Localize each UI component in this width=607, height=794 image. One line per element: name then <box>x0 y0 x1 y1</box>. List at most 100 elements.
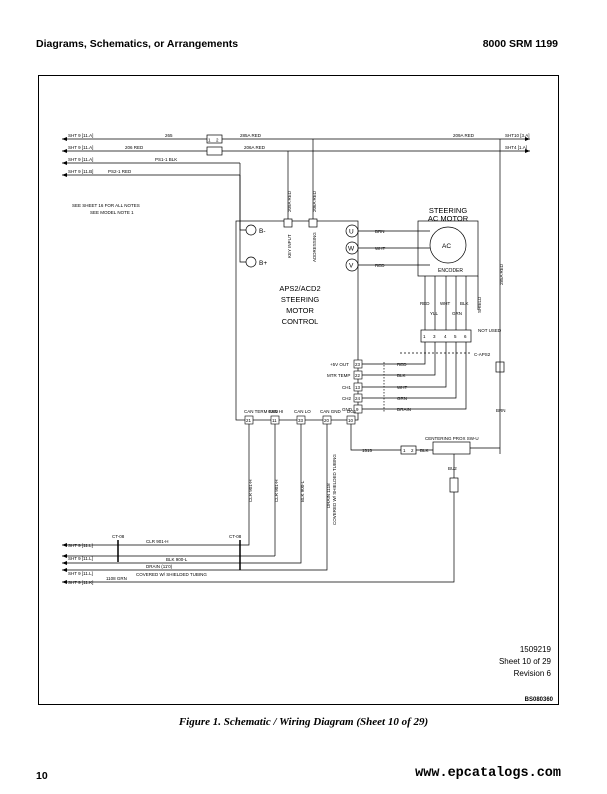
encoder-wire-wht: WHT <box>440 301 450 306</box>
bottom-pin-can-term: CAN TERM RED <box>244 409 279 414</box>
controller-title-3: MOTOR <box>286 306 314 315</box>
wire-label-ps1: PS1-1 BLK <box>155 157 177 162</box>
controller-title-2: STEERING <box>281 295 320 304</box>
bottom-wire-grn: 1108 GRN <box>106 576 127 581</box>
pin-gnd: GND <box>342 407 353 412</box>
terminal-b-plus: B+ <box>259 260 267 267</box>
prox-pin-2: 2 <box>411 448 414 453</box>
encoder-pin-4: 4 <box>444 334 447 339</box>
diagram-code: BS080360 <box>525 697 554 703</box>
encoder-pin-6: 6 <box>464 334 467 339</box>
vertical-wire-can-hi: CLR 901-H <box>274 479 279 502</box>
bottom-wire-drain: DRAIN (11'0) <box>146 564 173 569</box>
sheet-ref-bottom-3: SHT 9 [11.L] <box>68 571 93 576</box>
bottom-pin-num-33: 33 <box>298 418 304 423</box>
motor-title-1: STEERING <box>429 206 468 215</box>
note-model: SEE MODEL NOTE 1 <box>90 210 134 215</box>
sheet-ref-bottom-2: SHT 9 [11.L] <box>68 556 93 561</box>
sheet-ref-left-2: SHT 9 [11.A] <box>68 145 93 150</box>
vertical-label-209a: 209A RED <box>287 190 292 212</box>
ref-drawing-number: 1509219 <box>520 645 552 654</box>
encoder-pin-5: 5 <box>454 334 457 339</box>
pin-mtr-temp: MTR TEMP <box>327 373 350 378</box>
out-wire-blk: BLK <box>397 373 406 378</box>
pin-ch1: CH1 <box>342 385 351 390</box>
out-wire-grn: GRN <box>397 396 407 401</box>
sheet-ref-right-2: SHT4 [1.A] <box>505 145 527 150</box>
encoder-wire-shield: SHIELD <box>477 296 482 313</box>
wire-label-206: 206 RED <box>125 145 144 150</box>
phase-wire-red: RED <box>375 263 385 268</box>
bottom-pin-can-gnd: CAN GND <box>320 409 342 414</box>
vertical-wire-can-term: CLR 901-H <box>248 479 253 502</box>
note-sheet-16: SEE SHEET 16 FOR ALL NOTES <box>72 203 140 208</box>
out-wire-wht: WHT <box>397 385 407 390</box>
addressing-label: ADDRESSING <box>312 232 317 262</box>
diagram-frame <box>38 75 559 705</box>
bottom-pin-can-hi: CAN HI <box>268 409 283 414</box>
sheet-ref-left-3: SHT 9 [11.A] <box>68 157 93 162</box>
page-header-right: 8000 SRM 1199 <box>482 38 558 50</box>
not-used-label: NOT USED <box>478 328 502 333</box>
motor-title-2: AC MOTOR <box>428 214 469 223</box>
page-header-left: Diagrams, Schematics, or Arrangements <box>36 38 239 50</box>
watermark[interactable]: www.epcatalogs.com <box>415 766 561 781</box>
ref-revision: Revision 6 <box>514 669 552 678</box>
bottom-wire-clr: CLR 901-H <box>146 539 169 544</box>
pin-num-9: 9 <box>356 407 359 412</box>
pin-num-23: 23 <box>355 362 361 367</box>
bottom-pin-num-11: 11 <box>272 418 277 423</box>
bottom-pin-num-20: 20 <box>324 418 330 423</box>
sheet-ref-left-1: SHT 9 [11.A] <box>68 133 93 138</box>
connector-pin-2: 2 <box>216 138 219 143</box>
bottom-pin-num-10: 10 <box>348 418 354 423</box>
encoder-connector-label: C-APS2 <box>474 352 491 357</box>
figure-caption: Figure 1. Schematic / Wiring Diagram (Sh… <box>178 716 429 728</box>
prox-wire-label: 1515 <box>362 448 373 453</box>
sheet-ref-bottom-1: SHT 9 [11.L] <box>68 543 93 548</box>
phase-u: U <box>349 229 354 236</box>
ct-label-1: CT-08 <box>112 534 125 539</box>
wire-label-ps2: PS2-1 RED <box>108 169 132 174</box>
phase-wire-brn: BRN <box>375 229 385 234</box>
bottom-wire-blk: BLK 900-L <box>166 557 188 562</box>
bottom-pin-dg1: DG1 <box>347 409 357 414</box>
motor-center-label: AC <box>442 243 451 250</box>
wire-label-206a: 206A RED <box>244 145 266 150</box>
prox-pin-1: 1 <box>403 448 406 453</box>
encoder-wire-grn: GRN <box>452 311 462 316</box>
out-wire-drain: DRAIN <box>397 407 411 412</box>
controller-title-1: APS2/ACD2 <box>279 284 320 293</box>
controller-title-4: CONTROL <box>282 317 319 326</box>
brn-label: BRN <box>496 408 506 413</box>
encoder-pin-3: 3 <box>433 334 436 339</box>
pin-5v-out: +5V OUT <box>330 362 349 367</box>
pin-num-22: 22 <box>355 373 361 378</box>
encoder-label: ENCODER <box>438 268 463 274</box>
out-wire-red: RED <box>397 362 407 367</box>
encoder-wire-yll: YLL <box>430 311 439 316</box>
bottom-pin-can-lo: CAN LO <box>294 409 311 414</box>
sheet-ref-left-4: SHT 9 [11.B] <box>68 169 93 174</box>
encoder-wire-blk: BLK <box>460 301 469 306</box>
centering-prox-label: CENTERING PROX SW-U <box>425 436 479 441</box>
sheet-ref-right-1: SHT10 [3.A] <box>505 133 530 138</box>
connector-pin-1: 1 <box>208 138 211 143</box>
bottom-pin-num-21: 21 <box>246 418 252 423</box>
pin-ch2: CH2 <box>342 396 351 401</box>
ref-sheet: Sheet 10 of 29 <box>499 657 552 666</box>
sheet-ref-bottom-4: SHT 9 [11.K] <box>68 580 93 585</box>
vertical-wire-can-lo: BLK 900-L <box>300 480 305 502</box>
wire-label-265: 265 <box>165 133 173 138</box>
pin-num-13: 13 <box>355 385 361 390</box>
phase-v: V <box>349 263 354 270</box>
phase-wire-wht: WHT <box>375 246 385 251</box>
encoder-pin-1: 1 <box>423 334 426 339</box>
ct-label-2: CT-08 <box>229 534 242 539</box>
vertical-label-206a: 206A RED <box>312 190 317 212</box>
vertical-wire-can-gnd: DRAIN 1118 <box>326 483 331 508</box>
bu2-label: BU2 <box>448 466 457 471</box>
wire-label-285a: 285A RED <box>240 133 262 138</box>
bottom-note: COVERED W/ SHIELDED TUBING <box>136 572 207 577</box>
